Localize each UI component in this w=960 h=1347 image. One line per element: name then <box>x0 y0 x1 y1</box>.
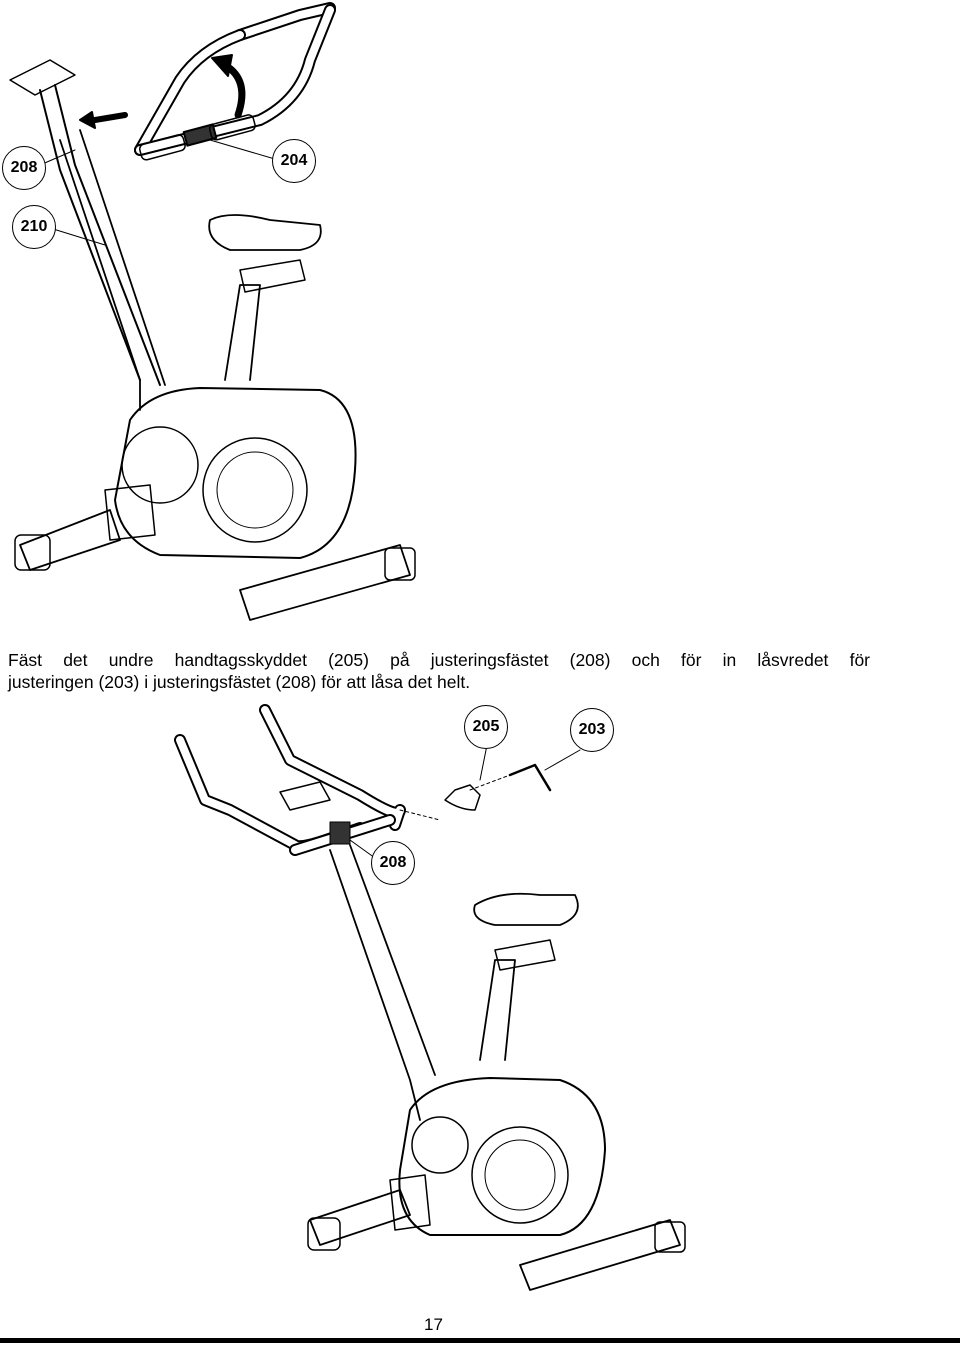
instruction-line-1: Fäst det undre handtagsskyddet (205) på … <box>8 650 870 670</box>
instruction-line-2: justeringen (203) i justeringsfästet (20… <box>8 672 471 692</box>
callout-210: 210 <box>12 205 56 249</box>
footer-rule <box>0 1338 960 1343</box>
callout-204: 204 <box>272 139 316 183</box>
page-number: 17 <box>424 1315 443 1334</box>
assembly-figure-bottom: 205 203 208 <box>0 700 960 1310</box>
callout-205: 205 <box>464 705 508 749</box>
exercise-bike-illustration-bottom <box>174 704 686 1291</box>
instruction-text: Fäst det undre handtagsskyddet (205) på … <box>8 649 870 693</box>
assembly-figure-top: 208 204 210 <box>0 0 960 640</box>
callout-203: 203 <box>570 708 614 752</box>
callout-208: 208 <box>371 841 415 885</box>
exercise-bike-illustration-top <box>9 2 416 621</box>
callout-208: 208 <box>2 146 46 190</box>
